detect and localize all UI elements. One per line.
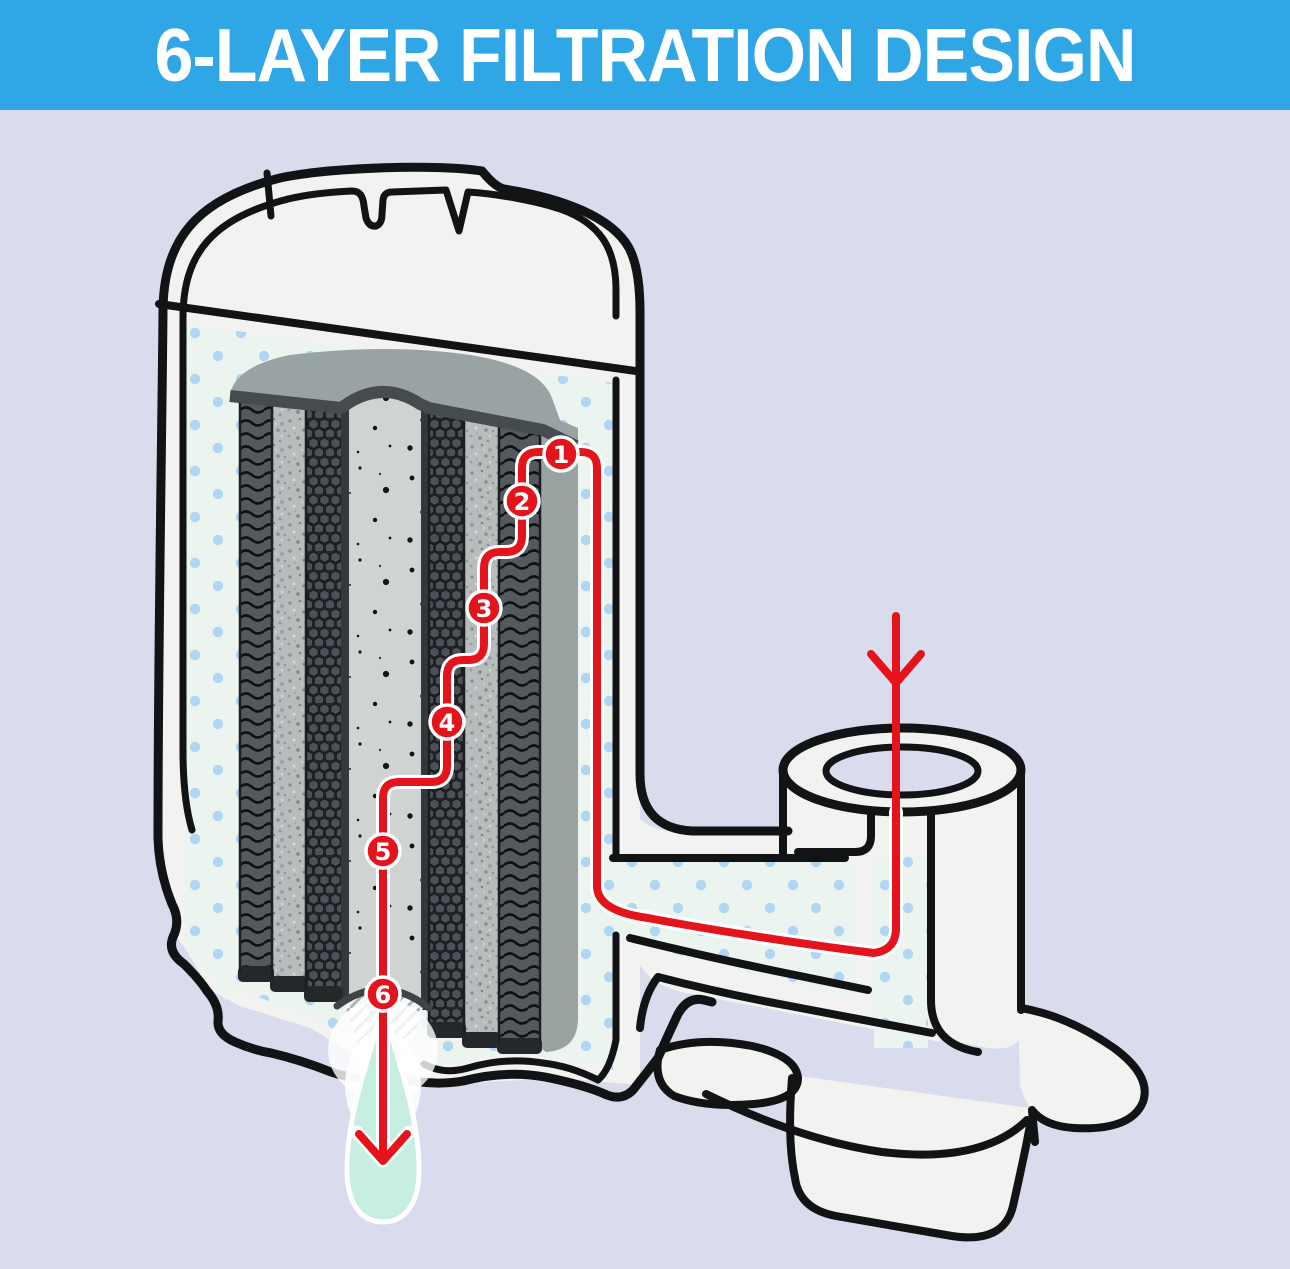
cartridge-cap: [230, 349, 578, 452]
flow-path: [350, 445, 925, 1168]
layer-5-granular: [464, 386, 499, 1041]
layer-bottom-edges: [238, 966, 542, 1054]
layer-2-granular: [272, 386, 306, 988]
svg-text:2: 2: [514, 488, 531, 516]
layer-3-carbon-block: [306, 386, 341, 998]
filter-cartridge: [229, 349, 579, 1064]
faucet-outlines: [609, 756, 1149, 1242]
faucet-body: [632, 770, 1145, 1238]
layer-separators: [238, 392, 542, 1044]
step-badge-1: 1: [542, 435, 580, 473]
step-badge-6: 6: [364, 975, 402, 1013]
svg-text:5: 5: [375, 838, 392, 866]
faucet-right-arm: [1018, 1004, 1145, 1129]
svg-text:1: 1: [553, 441, 570, 469]
inlet-arrow-icon: [867, 650, 925, 687]
step-badge-4: 4: [428, 703, 466, 741]
cap-inner-line: [179, 186, 620, 322]
faucet-left-arm: [657, 1041, 798, 1105]
core-right-wall: [421, 386, 429, 1010]
cap-seam: [263, 169, 275, 220]
outlet-arrow-icon: [355, 1130, 411, 1165]
cartridge-shell: [540, 412, 578, 1052]
diverter-opening: [822, 743, 982, 799]
cartridge-cap-rim: [229, 386, 579, 452]
layer-1-mesh: [240, 386, 272, 978]
step-badge-2: 2: [503, 482, 541, 520]
page-title: 6-LAYER FILTRATION DESIGN: [154, 12, 1137, 98]
step-badges: 1 2 3 4 5 6: [364, 435, 580, 1013]
svg-text:4: 4: [439, 709, 456, 737]
svg-text:6: 6: [375, 981, 392, 1009]
flow-path-line: [379, 448, 900, 1157]
step-badge-5: 5: [364, 832, 402, 870]
core-left-wall: [341, 386, 349, 1004]
svg-text:3: 3: [476, 595, 493, 623]
water-line: [155, 300, 640, 375]
step-badge-3: 3: [465, 589, 503, 627]
title-banner: 6-LAYER FILTRATION DESIGN: [0, 0, 1290, 110]
